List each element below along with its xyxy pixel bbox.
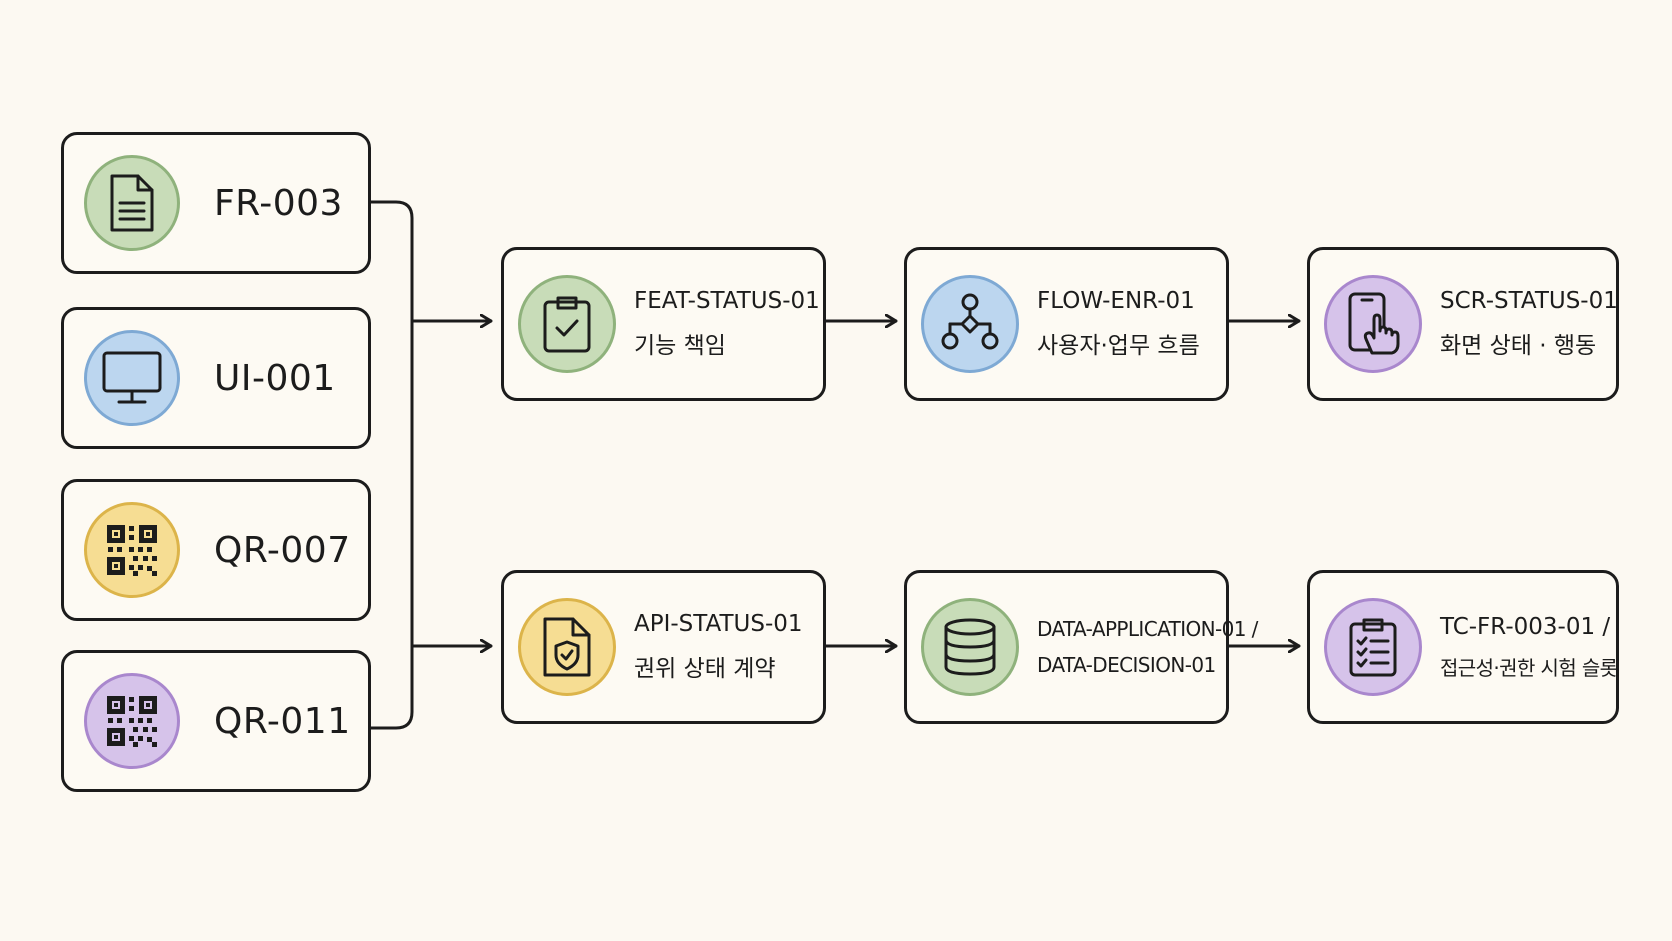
source-node-qr-011: QR-011: [61, 650, 371, 792]
database-icon: [921, 598, 1019, 696]
artifact-description: 화면 상태 · 행동: [1440, 333, 1597, 359]
artifact-code: FLOW-ENR-01: [1037, 288, 1195, 314]
artifact-node-api-status: API-STATUS-01 권위 상태 계약: [501, 570, 826, 724]
artifact-code: FEAT-STATUS-01: [634, 288, 820, 314]
artifact-node-scr-status: SCR-STATUS-01 화면 상태 · 행동: [1307, 247, 1619, 401]
artifact-node-data: DATA-APPLICATION-01 / DATA-DECISION-01: [904, 570, 1258, 724]
artifact-node-feat-status: FEAT-STATUS-01 기능 책임: [501, 247, 826, 401]
artifact-code: TC-FR-003-01 /: [1440, 613, 1611, 640]
shield-document-icon: [518, 598, 616, 696]
source-label: FR-003: [214, 182, 343, 224]
artifact-description: 권위 상태 계약: [634, 656, 776, 682]
source-node-ui-001: UI-001: [61, 307, 371, 449]
artifact-node-tc: TC-FR-003-01 / 접근성·권한 시험 슬롯: [1307, 570, 1619, 724]
clipboard-check-icon: [518, 275, 616, 373]
source-label: QR-011: [214, 700, 351, 742]
artifact-node-flow-enr: FLOW-ENR-01 사용자·업무 흐름: [904, 247, 1229, 401]
artifact-code: SCR-STATUS-01: [1440, 288, 1618, 314]
source-node-fr-003: FR-003: [61, 132, 371, 274]
source-bracket: [369, 200, 414, 730]
artifact-code: API-STATUS-01: [634, 611, 803, 637]
source-node-qr-007: QR-007: [61, 479, 371, 621]
source-label: QR-007: [214, 529, 351, 571]
document-icon: [84, 155, 180, 251]
phone-tap-icon: [1324, 275, 1422, 373]
qr-code-icon: [84, 502, 180, 598]
flow-diagram-icon: [921, 275, 1019, 373]
artifact-code: DATA-APPLICATION-01 /: [1037, 617, 1258, 641]
qr-code-icon: [84, 673, 180, 769]
source-label: UI-001: [214, 357, 336, 399]
artifact-description: 기능 책임: [634, 333, 726, 359]
artifact-description: DATA-DECISION-01: [1037, 653, 1216, 677]
monitor-icon: [84, 330, 180, 426]
artifact-description: 접근성·권한 시험 슬롯: [1440, 655, 1618, 680]
artifact-description: 사용자·업무 흐름: [1037, 333, 1200, 359]
checklist-icon: [1324, 598, 1422, 696]
